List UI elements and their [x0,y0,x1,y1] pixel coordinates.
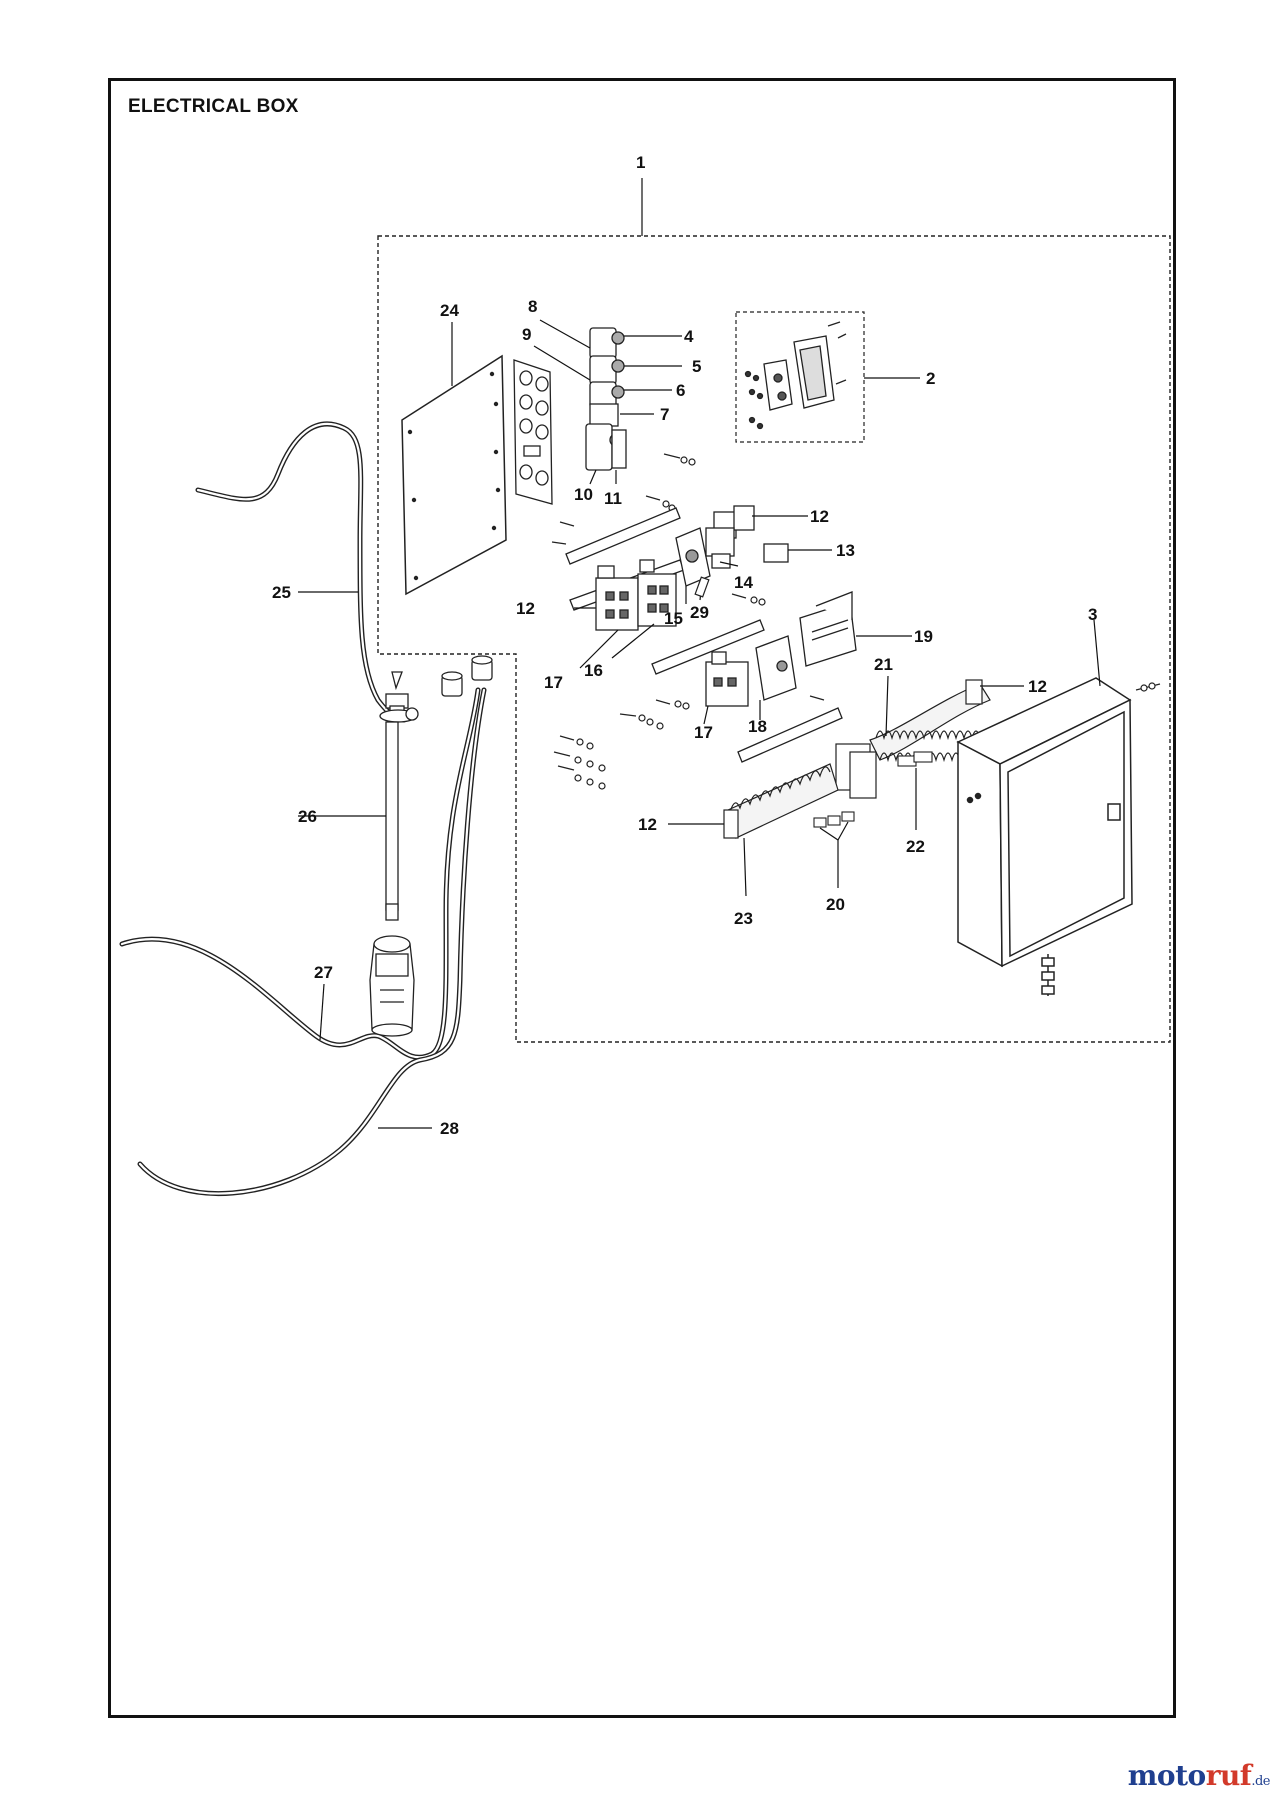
callout-2: 2 [926,369,935,388]
callout-13: 13 [836,541,855,560]
callout-26: 26 [298,807,317,826]
leader-21 [885,675,889,737]
callout-18: 18 [748,717,767,736]
diagram-title: ELECTRICAL BOX [128,96,299,117]
callout-4: 4 [684,327,694,346]
breaker-psu [755,591,857,701]
callout-14: 14 [734,573,753,592]
jumpers-22 [897,751,933,767]
callout-20: 20 [826,895,845,914]
terminal-strip-21 [835,679,991,799]
callout-16: 16 [584,661,603,680]
callout-15: 15 [664,609,683,628]
watermark-logo: motoruf.de [1127,1759,1271,1792]
callout-12a: 12 [810,507,829,526]
leaders-18-19 [759,635,912,720]
terminal-strip-23 [723,763,839,839]
parts-20 [813,811,855,828]
label-plate [513,359,553,505]
relay-group [675,505,789,587]
callout-27: 27 [314,963,333,982]
main-switch [744,321,847,430]
callout-24: 24 [440,301,459,320]
leader-3 [1093,619,1101,687]
callout-12b: 12 [516,599,535,618]
probe-and-plug [369,721,415,1037]
callout-29: 29 [690,603,709,622]
diagram-frame [108,78,1176,1718]
callout-17b: 17 [694,723,713,742]
callout-21: 21 [874,655,893,674]
callout-9: 9 [522,325,531,344]
cables [119,421,487,1197]
subassembly-2-outline [735,311,865,443]
callout-10: 10 [574,485,593,504]
leaders-12d-23 [668,823,747,897]
enclosure-box [956,677,1133,996]
callout-12c: 12 [1028,677,1047,696]
callouts: 1 2 3 4 5 6 7 8 9 10 11 12 13 14 15 12 1… [272,153,1097,1138]
callout-17a: 17 [544,673,563,692]
callout-11: 11 [604,489,622,508]
callout-7: 7 [660,405,669,424]
screw-29 [694,576,710,598]
callout-28: 28 [440,1119,459,1138]
callout-3: 3 [1088,605,1097,624]
brand-part2: ruf [1205,1759,1252,1792]
mounting-plate [401,354,507,596]
callout-22: 22 [906,837,925,856]
callout-12d: 12 [638,815,657,834]
callout-25: 25 [272,583,291,602]
callout-19: 19 [914,627,933,646]
leaders-16-17 [579,623,709,725]
callout-23: 23 [734,909,753,928]
cable-glands [379,655,493,723]
brand-suffix: .de [1251,1774,1270,1789]
pushbutton-stack [585,327,627,471]
din-rails [565,507,843,763]
cable-leaders [298,591,432,1129]
leader-20 [819,821,849,888]
callout-8: 8 [528,297,537,316]
callout-6: 6 [676,381,685,400]
brand-part1: moto [1127,1759,1206,1792]
callout-1: 1 [636,153,645,172]
leaders-4-11 [533,319,682,485]
assembly-outline [377,235,1171,1043]
contactors [595,559,749,707]
callout-5: 5 [692,357,701,376]
